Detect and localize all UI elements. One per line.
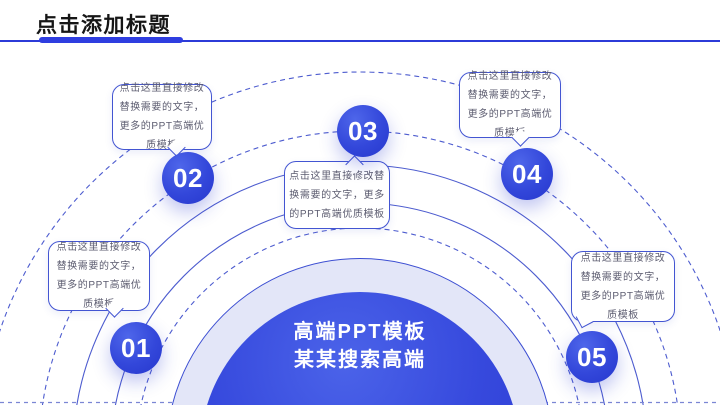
callout-text-02: 点击这里直接修改替换需要的文字，更多的PPT高端优质模板: [119, 83, 205, 151]
step-number-02: 02: [173, 162, 203, 193]
dome-title-line1: 高端PPT模板: [293, 321, 427, 343]
step-number-01: 01: [121, 332, 151, 363]
step-number-04: 04: [512, 158, 542, 189]
title-underline-accent: [39, 37, 183, 43]
callout-bubble-04[interactable]: 点击这里直接修改替换需要的文字，更多的PPT高端优质模板: [459, 71, 561, 139]
callout-bubble-03[interactable]: 点击这里直接修改替换需要的文字，更多的PPT高端优质模板: [284, 161, 390, 229]
callout-bubble-01[interactable]: 点击这里直接修改替换需要的文字，更多的PPT高端优质模板: [48, 241, 150, 311]
step-circle-02[interactable]: 02: [162, 152, 214, 204]
callout-text-05: 点击这里直接修改替换需要的文字，更多的PPT高端优质模板: [580, 252, 666, 321]
step-number-05: 05: [577, 341, 607, 372]
step-circle-03[interactable]: 03: [337, 105, 389, 157]
callout-text-01: 点击这里直接修改替换需要的文字，更多的PPT高端优质模板: [56, 242, 142, 310]
step-circle-05[interactable]: 05: [566, 331, 618, 383]
callout-text-03: 点击这里直接修改替换需要的文字，更多的PPT高端优质模板: [289, 170, 385, 220]
dome-title[interactable]: 高端PPT模板 某某搜索高端: [220, 319, 500, 374]
callout-bubble-02[interactable]: 点击这里直接修改替换需要的文字，更多的PPT高端优质模板: [112, 83, 212, 151]
dome-title-line2: 某某搜索高端: [294, 348, 426, 371]
step-circle-01[interactable]: 01: [110, 322, 162, 374]
callout-bubble-05[interactable]: 点击这里直接修改替换需要的文字，更多的PPT高端优质模板: [571, 251, 675, 322]
page-title[interactable]: 点击添加标题: [36, 14, 171, 37]
step-circle-04[interactable]: 04: [501, 148, 553, 200]
callout-text-04: 点击这里直接修改替换需要的文字，更多的PPT高端优质模板: [467, 71, 553, 139]
step-number-03: 03: [348, 115, 378, 146]
title-underline: [0, 40, 720, 42]
